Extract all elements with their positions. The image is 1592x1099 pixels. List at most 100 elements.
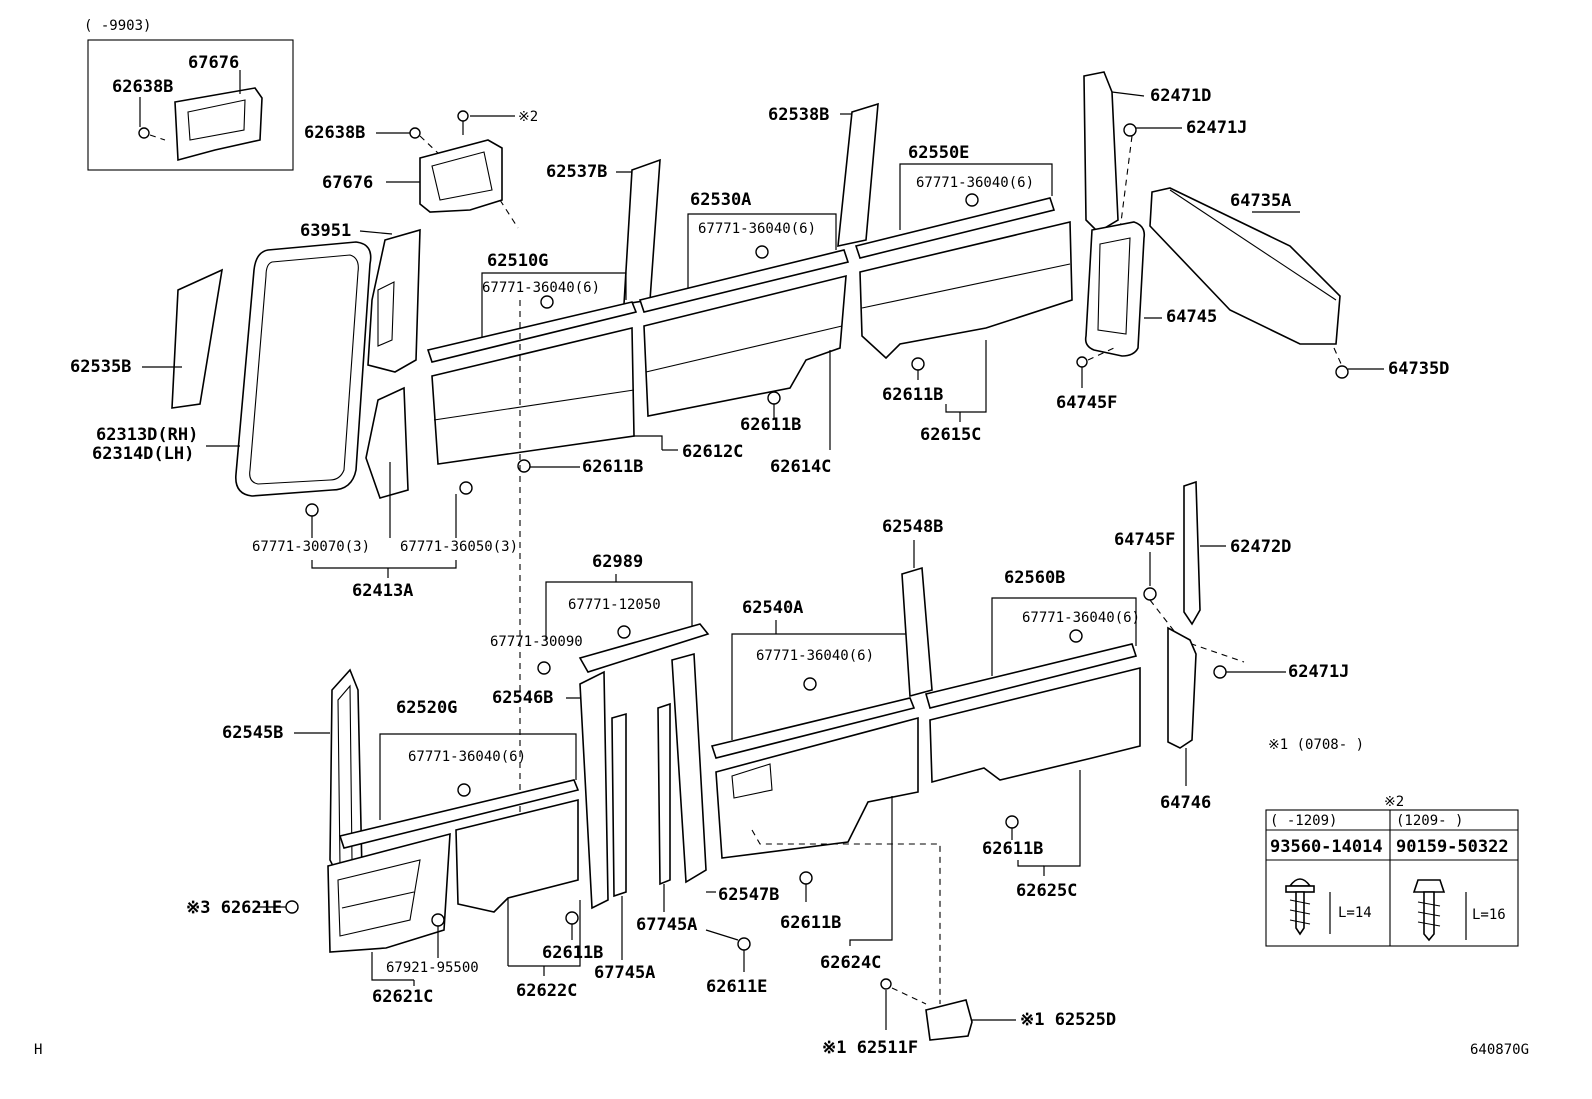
part-62546B — [579, 670, 609, 910]
label-62611B-c: 62611B — [882, 385, 943, 405]
label-64745F-b: 64745F — [1114, 530, 1175, 550]
label-67771-36040-e: 67771-36040(6) — [756, 648, 874, 664]
label-62550E: 62550E — [908, 143, 969, 163]
part-62510G-rail — [426, 301, 638, 363]
label-62471J-b: 62471J — [1288, 662, 1349, 682]
fastener-table — [1265, 809, 1519, 947]
label-62611E: 62611E — [706, 977, 767, 997]
label-62615C: 62615C — [920, 425, 981, 445]
label-67771-36050: 67771-36050(3) — [400, 539, 518, 555]
part-62413A-trim — [365, 386, 409, 499]
label-67745A-b: 67745A — [594, 963, 655, 983]
label-62547B: 62547B — [718, 885, 779, 905]
part-62622C — [455, 798, 579, 913]
label-62621E: ※3 62621E — [186, 898, 282, 918]
label-67771-36040-b: 67771-36040(6) — [698, 221, 816, 237]
part-62538B — [837, 102, 879, 248]
label-67676: 67676 — [322, 173, 373, 193]
part-62550E-rail — [854, 197, 1056, 259]
label-67771-36040-f: 67771-36040(6) — [1022, 610, 1140, 626]
part-62548B — [901, 566, 933, 698]
part-62313D-seal — [235, 241, 372, 497]
part-62471D — [1083, 71, 1119, 234]
part-62547B — [671, 652, 707, 884]
part-64745 — [1084, 221, 1146, 357]
part-62625C — [929, 666, 1141, 784]
footer-left-code: H — [34, 1042, 42, 1058]
part-62537B — [623, 158, 661, 305]
label-62611B-b: 62611B — [740, 415, 801, 435]
label-62314D: 62314D(LH) — [92, 444, 194, 464]
label-62989: 62989 — [592, 552, 643, 572]
label-62471J-a: 62471J — [1186, 118, 1247, 138]
label-62413A: 62413A — [352, 581, 413, 601]
label-62537B: 62537B — [546, 162, 607, 182]
label-62510G: 62510G — [487, 251, 548, 271]
label-62622C: 62622C — [516, 981, 577, 1001]
table-col1-length: L=14 — [1338, 905, 1372, 921]
part-62472D — [1183, 480, 1201, 626]
part-62624C — [715, 716, 919, 859]
label-64745F-a: 64745F — [1056, 393, 1117, 413]
label-67771-12050: 67771-12050 — [568, 597, 661, 613]
label-62621C: 62621C — [372, 987, 433, 1007]
inset-label-67676: 67676 — [188, 53, 239, 73]
label-62611B-a: 62611B — [582, 457, 643, 477]
label-67745A-a: 67745A — [636, 915, 697, 935]
label-62560B: 62560B — [1004, 568, 1065, 588]
part-64735A — [1149, 187, 1341, 345]
label-64745: 64745 — [1166, 307, 1217, 327]
table-col1-part: 93560-14014 — [1270, 837, 1383, 857]
label-62624C: 62624C — [820, 953, 881, 973]
inset-clip — [138, 127, 150, 139]
table-col2-part: 90159-50322 — [1396, 837, 1509, 857]
label-62546B: 62546B — [492, 688, 553, 708]
label-62535B: 62535B — [70, 357, 131, 377]
part-64746 — [1167, 626, 1197, 749]
part-62535B — [171, 268, 224, 409]
label-62530A: 62530A — [690, 190, 751, 210]
part-63951 — [367, 228, 421, 373]
screw-93560-14014-icon — [1288, 878, 1312, 887]
label-62612C: 62612C — [682, 442, 743, 462]
inset-box — [87, 39, 294, 171]
part-62989 — [578, 623, 710, 673]
footer-diagram-id: 640870G — [1470, 1042, 1529, 1058]
label-62614C: 62614C — [770, 457, 831, 477]
label-62511F: ※1 62511F — [822, 1038, 918, 1058]
label-64735D: 64735D — [1388, 359, 1449, 379]
label-67771-36040-c: 67771-36040(6) — [916, 175, 1034, 191]
inset-bracket-67676 — [174, 87, 263, 162]
part-62545B — [329, 668, 363, 881]
table-col2-length: L=16 — [1472, 907, 1506, 923]
label-mark2-top: ※2 — [518, 109, 538, 125]
label-62540A: 62540A — [742, 598, 803, 618]
label-62313D: 62313D(RH) — [96, 425, 198, 445]
label-62520G: 62520G — [396, 698, 457, 718]
label-67771-36040-d: 67771-36040(6) — [408, 749, 526, 765]
part-67676 — [419, 139, 503, 213]
part-62525D — [925, 999, 973, 1041]
part-62615C — [859, 220, 1073, 360]
label-62538B: 62538B — [768, 105, 829, 125]
part-62530A-rail — [638, 249, 850, 313]
part-62614C — [643, 274, 847, 417]
part-62520G-rail — [338, 779, 580, 849]
label-62625C: 62625C — [1016, 881, 1077, 901]
inset-label-62638B: 62638B — [112, 77, 173, 97]
label-62638B: 62638B — [304, 123, 365, 143]
screw-90159-50322-icon — [1412, 879, 1446, 893]
table-col1-range: ( -1209) — [1270, 813, 1337, 829]
part-67745A-strip — [611, 712, 627, 898]
label-64746: 64746 — [1160, 793, 1211, 813]
note-mark1-range: ※1 (0708- ) — [1268, 737, 1364, 753]
label-62471D: 62471D — [1150, 86, 1211, 106]
label-62545B: 62545B — [222, 723, 283, 743]
label-62611B-d: 62611B — [542, 943, 603, 963]
label-63951: 63951 — [300, 221, 351, 241]
label-67921-95500: 67921-95500 — [386, 960, 479, 976]
label-62611B-e: 62611B — [780, 913, 841, 933]
label-62611B-f: 62611B — [982, 839, 1043, 859]
table-title: ※2 — [1384, 794, 1404, 810]
